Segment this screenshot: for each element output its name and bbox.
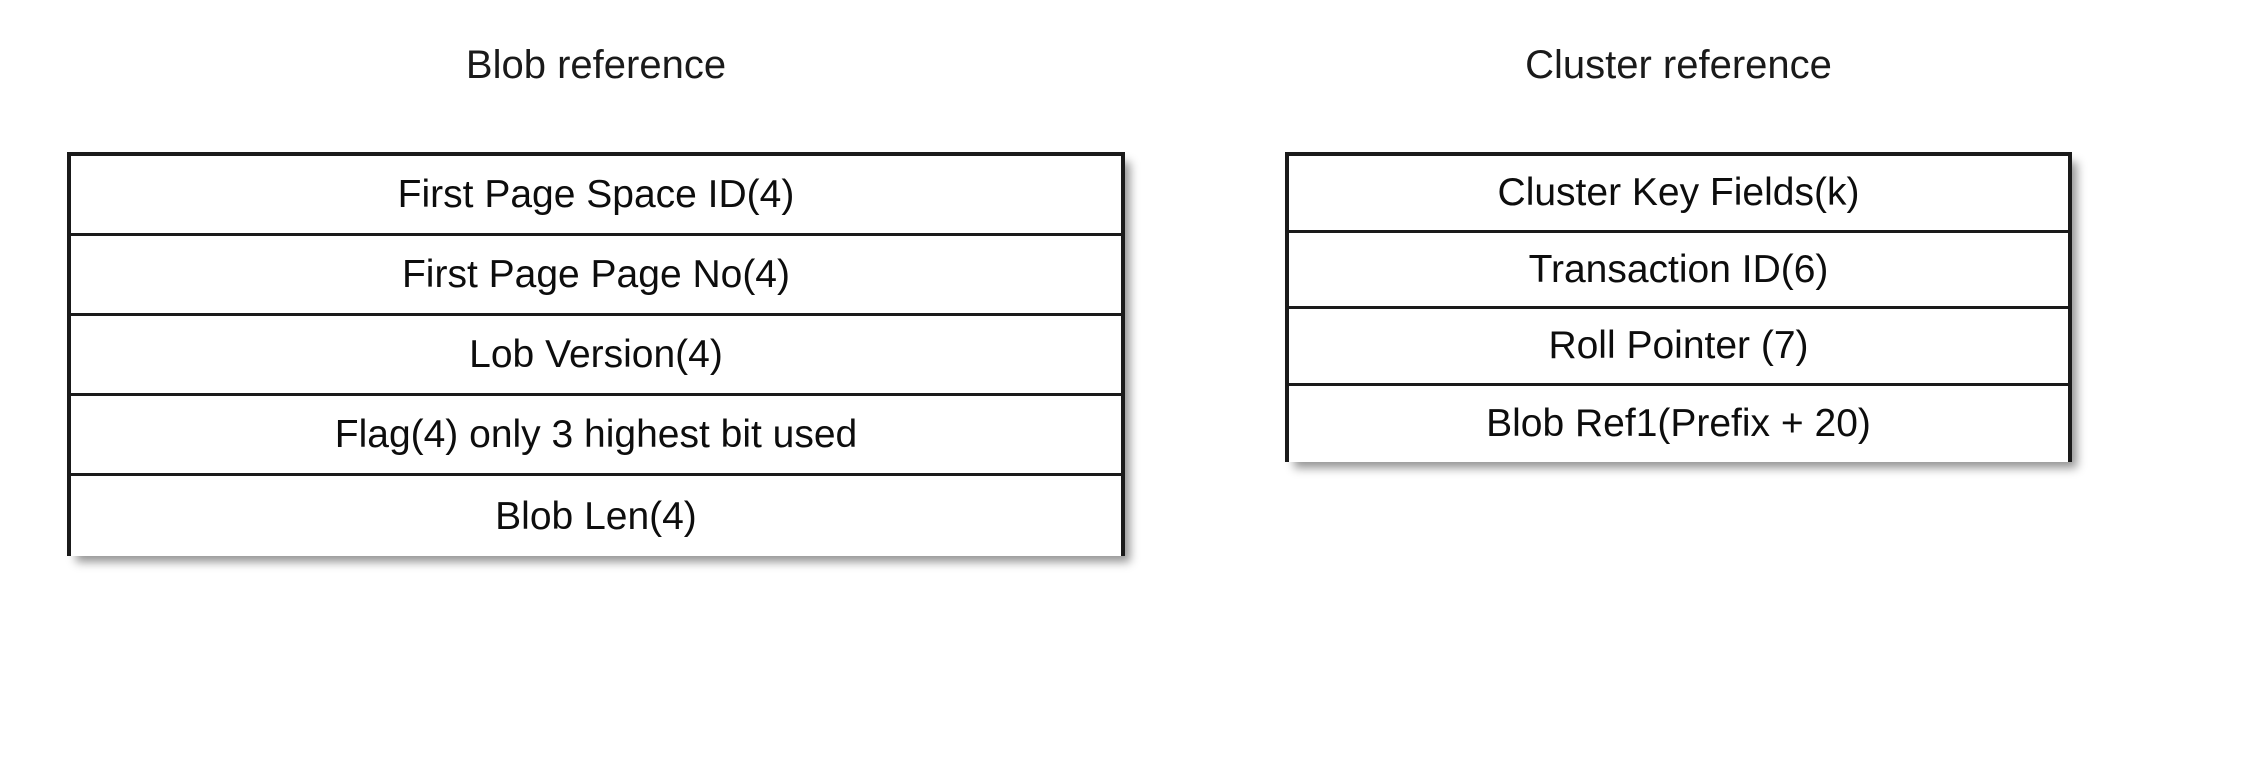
table-row: First Page Space ID(4)	[71, 156, 1121, 236]
table-row: Transaction ID(6)	[1289, 232, 2068, 309]
table-row: Flag(4) only 3 highest bit used	[71, 396, 1121, 476]
table-row: Cluster Key Fields(k)	[1289, 156, 2068, 233]
row-label-first-page-space-id: First Page Space ID(4)	[397, 173, 795, 216]
cluster-reference-title: Cluster reference	[1525, 43, 1832, 87]
table-row: First Page Page No(4)	[71, 236, 1121, 316]
blob-reference-table: First Page Space ID(4) First Page Page N…	[67, 152, 1125, 556]
blob-reference-diagram: Blob reference First Page Space ID(4) Fi…	[0, 0, 1200, 600]
row-label-lob-version: Lob Version(4)	[469, 333, 723, 376]
table-row: Blob Ref1(Prefix + 20)	[1289, 385, 2068, 462]
row-label-flag: Flag(4) only 3 highest bit used	[334, 413, 858, 456]
row-label-first-page-page-no: First Page Page No(4)	[401, 253, 790, 296]
row-label-cluster-key-fields: Cluster Key Fields(k)	[1497, 171, 1860, 215]
table-row: Roll Pointer (7)	[1289, 309, 2068, 386]
cluster-reference-table: Cluster Key Fields(k) Transaction ID(6) …	[1285, 152, 2072, 462]
row-label-transaction-id: Transaction ID(6)	[1528, 247, 1829, 291]
row-label-blob-len: Blob Len(4)	[495, 494, 697, 538]
blob-reference-title: Blob reference	[465, 43, 727, 87]
table-row: Lob Version(4)	[71, 316, 1121, 396]
cluster-reference-diagram: Cluster reference Cluster Key Fields(k) …	[1250, 0, 2260, 520]
row-label-blob-ref1: Blob Ref1(Prefix + 20)	[1486, 402, 1871, 446]
table-row: Blob Len(4)	[71, 476, 1121, 556]
row-label-roll-pointer: Roll Pointer (7)	[1548, 324, 1809, 368]
